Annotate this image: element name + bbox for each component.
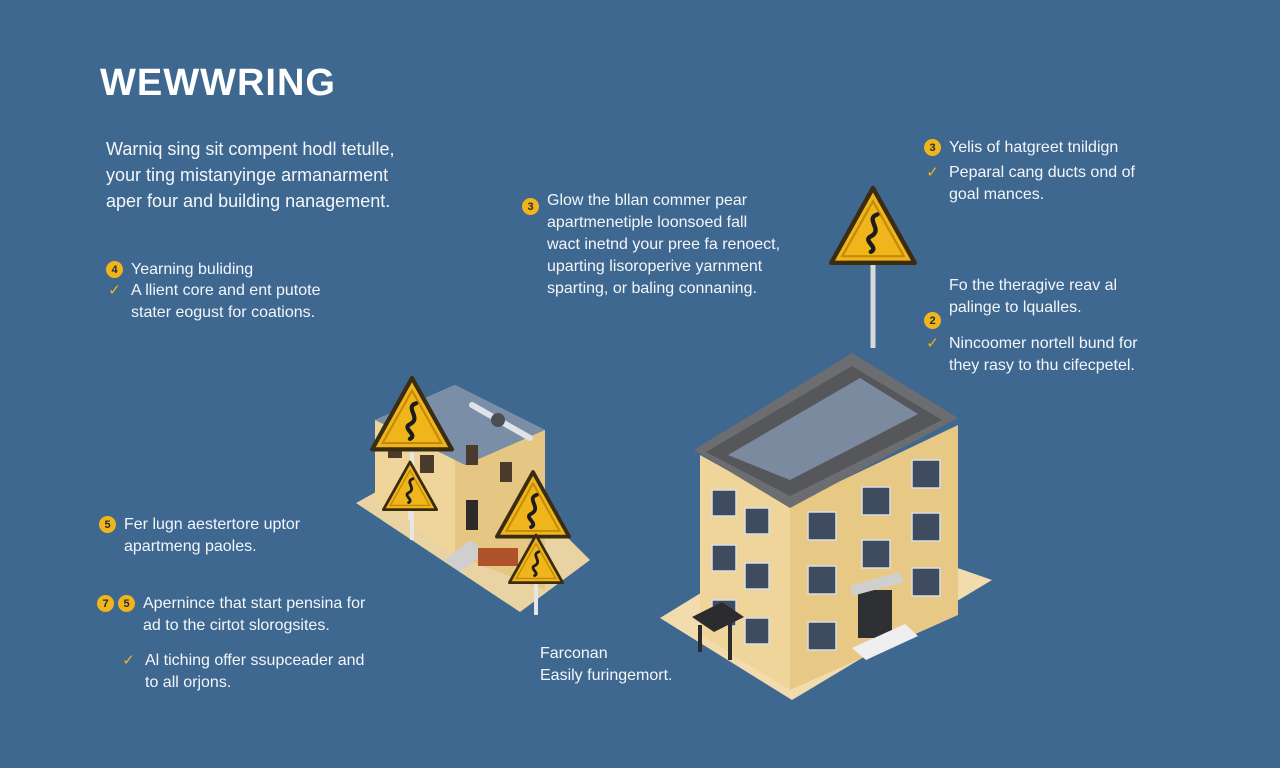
- note-text: Glow the bllan commer pear: [547, 192, 748, 209]
- intro-line: Warniq sing sit compent hodl tetulle,: [106, 139, 395, 159]
- warning-sign-icon: [507, 533, 564, 615]
- note-text: palinge to lqualles.: [949, 299, 1082, 316]
- number-badge-icon: 3: [522, 198, 539, 215]
- note-text: Al tiching offer ssupceader and: [145, 652, 365, 669]
- note-text: sparting, or baling connaning.: [547, 280, 757, 297]
- note-text: Easily furingemort.: [540, 667, 673, 684]
- warning-sign-icon: [381, 460, 439, 520]
- note-text: A llient core and ent putote: [131, 282, 321, 299]
- checkmark-icon: ✓: [122, 652, 135, 669]
- right-note-4: 2: [924, 310, 941, 329]
- left-note-4: 7 5 Apernince that start pensina for ad …: [97, 593, 365, 637]
- number-badge-icon: 3: [924, 139, 941, 156]
- note-text: uparting lisoroperive yarnment: [547, 258, 763, 275]
- left-note-3: 5 Fer lugn aestertore uptor apartmeng pa…: [99, 514, 300, 558]
- right-note-3: Fo the theragive reav al palinge to lqua…: [949, 275, 1117, 319]
- bottom-note: Farconan Easily furingemort.: [540, 643, 673, 687]
- note-text: Apernince that start pensina for: [143, 595, 366, 612]
- number-badge-icon: 5: [118, 595, 135, 612]
- number-badge-icon: 2: [924, 312, 941, 329]
- checkmark-icon: ✓: [926, 335, 939, 352]
- note-text: goal mances.: [949, 186, 1045, 203]
- note-text: Yearning buliding: [131, 261, 254, 278]
- apartment-building-illustration: [660, 353, 992, 700]
- checkmark-icon: ✓: [108, 282, 121, 299]
- number-badge-icon: 7: [97, 595, 114, 612]
- right-note-1: 3 Yelis of hatgreet tnildign: [924, 137, 1118, 159]
- intro-line: your ting mistanyinge armanarment: [106, 165, 389, 185]
- number-badge-icon: 4: [106, 261, 123, 278]
- checkmark-icon: ✓: [926, 164, 939, 181]
- center-note: 3 Glow the bllan commer pear apartmeneti…: [522, 190, 780, 300]
- page-title: WEWWRING: [100, 62, 336, 104]
- number-badge-icon: 5: [99, 516, 116, 533]
- note-text: Nincoomer nortell bund for: [949, 335, 1138, 352]
- note-text: Fer lugn aestertore uptor: [124, 516, 301, 533]
- intro-paragraph: Warniq sing sit compent hodl tetulle, yo…: [106, 136, 394, 214]
- note-text: ad to the cirtot slorogsites.: [143, 617, 330, 634]
- note-text: Yelis of hatgreet tnildign: [949, 139, 1119, 156]
- warning-sign-icon: [831, 188, 915, 348]
- right-note-2: ✓ Peparal cang ducts ond of goal mances.: [924, 162, 1135, 206]
- note-text: they rasy to thu cifecpetel.: [949, 357, 1135, 374]
- note-text: Fo the theragive reav al: [949, 277, 1118, 294]
- note-text: Peparal cang ducts ond of: [949, 164, 1135, 181]
- note-text: wact inetnd your pree fa renoect,: [547, 236, 781, 253]
- note-text: apartmeng paoles.: [124, 538, 257, 555]
- left-note-2: ✓ A llient core and ent putote stater eo…: [106, 280, 320, 324]
- right-note-5: ✓ Nincoomer nortell bund for they rasy t…: [924, 333, 1138, 377]
- left-note-5: ✓ Al tiching offer ssupceader and to all…: [120, 650, 364, 694]
- note-text: stater eogust for coations.: [131, 304, 316, 321]
- left-note-1: 4 Yearning buliding: [106, 259, 253, 281]
- intro-line: aper four and building nanagement.: [106, 191, 391, 211]
- note-text: Farconan: [540, 645, 608, 662]
- note-text: to all orjons.: [145, 674, 232, 691]
- note-text: apartmenetiple loonsoed fall: [547, 214, 748, 231]
